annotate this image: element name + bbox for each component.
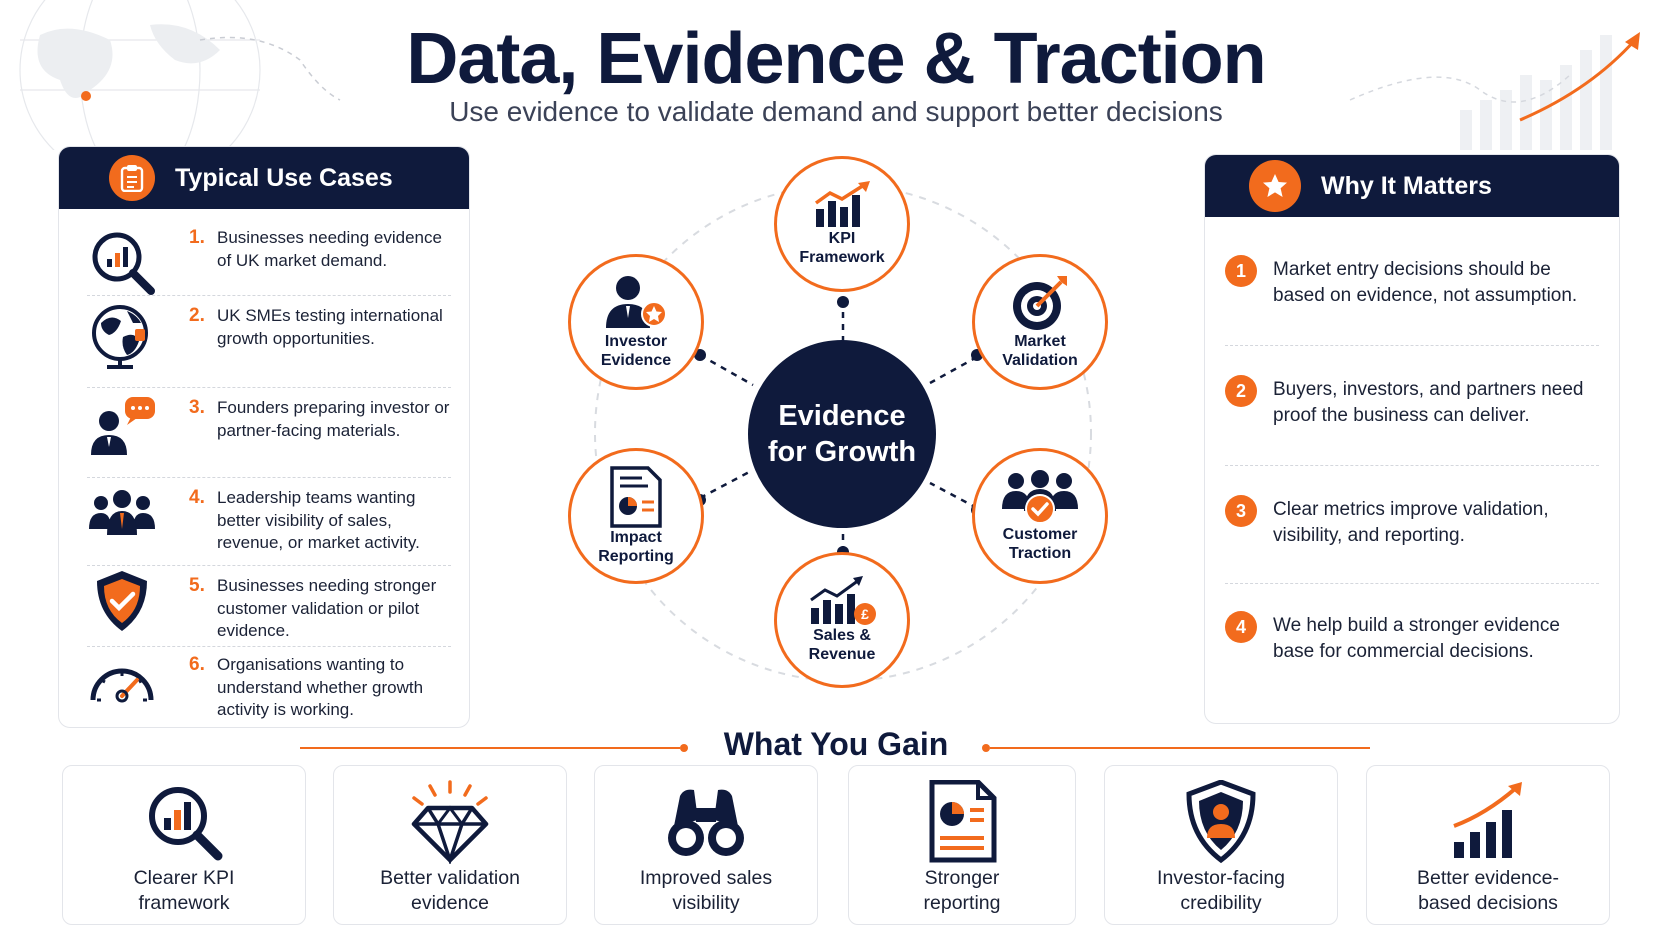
investor-icon bbox=[606, 276, 667, 328]
why-it-matters-panel: Why It Matters 1 Market entry decisions … bbox=[1204, 154, 1620, 724]
shield-check-icon bbox=[97, 571, 147, 631]
person-chat-icon bbox=[91, 397, 155, 455]
team-icon bbox=[89, 490, 155, 535]
why-text: We help build a stronger evidence base f… bbox=[1273, 615, 1560, 662]
use-case-number: 6. bbox=[189, 654, 205, 675]
use-case-number: 5. bbox=[189, 575, 205, 596]
gain-card-reporting: Stronger reporting bbox=[848, 765, 1076, 925]
diamond-icon bbox=[411, 780, 489, 864]
use-case-text: Businesses needing evidence of UK market… bbox=[217, 228, 442, 270]
number-badge: 2 bbox=[1225, 375, 1257, 407]
svg-text:£: £ bbox=[861, 606, 869, 622]
use-cases-title: Typical Use Cases bbox=[175, 163, 393, 192]
growth-decoration-icon bbox=[1349, 32, 1640, 150]
shield-person-icon bbox=[1186, 780, 1256, 864]
magnifier-chart-icon bbox=[149, 787, 223, 861]
magnifier-chart-icon bbox=[92, 232, 155, 295]
divider bbox=[1225, 465, 1599, 466]
divider bbox=[87, 477, 451, 478]
report-icon bbox=[610, 466, 662, 528]
star-icon bbox=[1249, 160, 1301, 212]
divider bbox=[1225, 583, 1599, 584]
hub-node-kpi-framework: KPI Framework bbox=[774, 156, 910, 292]
use-cases-header: Typical Use Cases bbox=[59, 147, 469, 209]
hub-node-label: Customer Traction bbox=[1002, 526, 1078, 562]
hub-node-investor-evidence: Investor Evidence bbox=[568, 254, 704, 390]
gain-label: Stronger reporting bbox=[923, 867, 1001, 914]
hub-node-sales-revenue: £ Sales & Revenue bbox=[774, 552, 910, 688]
use-case-number: 1. bbox=[189, 227, 205, 248]
why-text: Clear metrics improve validation, visibi… bbox=[1273, 499, 1549, 546]
report-icon bbox=[929, 780, 997, 863]
hub-node-label: KPI Framework bbox=[799, 230, 885, 266]
binoculars-icon bbox=[668, 789, 744, 856]
growth-chart-icon bbox=[1453, 782, 1522, 858]
gain-label: Improved sales visibility bbox=[639, 867, 773, 914]
use-cases-panel: Typical Use Cases 1. Businesses needing … bbox=[58, 146, 470, 728]
hub-node-label: Impact Reporting bbox=[598, 529, 674, 565]
why-it-matters-title: Why It Matters bbox=[1321, 171, 1492, 200]
hub-node-label: Sales & Revenue bbox=[808, 627, 876, 663]
divider bbox=[87, 295, 451, 296]
use-case-text: Organisations wanting to understand whet… bbox=[217, 655, 424, 719]
gain-card-sales-visibility: Improved sales visibility bbox=[594, 765, 818, 925]
why-text: Market entry decisions should be based o… bbox=[1273, 259, 1578, 306]
gain-label: Clearer KPI framework bbox=[133, 867, 235, 914]
chart-pound-icon: £ bbox=[810, 576, 876, 625]
gain-card-investor-credibility: Investor-facing credibility bbox=[1104, 765, 1338, 925]
clipboard-icon bbox=[109, 155, 155, 201]
number-badge: 1 bbox=[1225, 255, 1257, 287]
use-case-number: 3. bbox=[189, 397, 205, 418]
hub-center: Evidence for Growth bbox=[748, 340, 936, 528]
gauge-icon bbox=[90, 668, 154, 703]
gain-card-validation: Better validation evidence bbox=[333, 765, 567, 925]
hub-node-label: Investor Evidence bbox=[600, 333, 672, 369]
gain-title: What You Gain bbox=[723, 726, 949, 762]
gain-label: Investor-facing credibility bbox=[1157, 867, 1285, 914]
target-icon bbox=[1013, 276, 1067, 330]
gain-card-kpi: Clearer KPI framework bbox=[62, 765, 306, 925]
divider bbox=[87, 387, 451, 388]
use-case-number: 2. bbox=[189, 305, 205, 326]
use-case-text: Founders preparing investor or partner-f… bbox=[217, 398, 450, 440]
page-title: Data, Evidence & Traction bbox=[406, 19, 1266, 99]
use-case-text: UK SMEs testing international growth opp… bbox=[217, 306, 443, 348]
gain-title-rule bbox=[300, 744, 1370, 752]
use-case-number: 4. bbox=[189, 487, 205, 508]
number-badge: 3 bbox=[1225, 495, 1257, 527]
why-it-matters-header: Why It Matters bbox=[1205, 155, 1619, 217]
divider bbox=[87, 646, 451, 647]
why-text: Buyers, investors, and partners need pro… bbox=[1273, 379, 1584, 426]
gain-label: Better validation evidence bbox=[380, 867, 520, 914]
gain-label: Better evidence- based decisions bbox=[1417, 867, 1559, 914]
divider bbox=[87, 565, 451, 566]
globe-icon bbox=[92, 305, 148, 369]
page-subtitle: Use evidence to validate demand and supp… bbox=[449, 96, 1223, 127]
bar-chart-arrow-icon bbox=[814, 181, 870, 227]
hub-node-market-validation: Market Validation bbox=[972, 254, 1108, 390]
use-case-text: Leadership teams wanting better visibili… bbox=[217, 488, 420, 552]
hub-node-impact-reporting: Impact Reporting bbox=[568, 448, 704, 584]
number-badge: 4 bbox=[1225, 611, 1257, 643]
divider bbox=[1225, 345, 1599, 346]
hub-node-customer-traction: Customer Traction bbox=[972, 448, 1108, 584]
hub-node-label: Market Validation bbox=[1002, 333, 1078, 369]
team-check-icon bbox=[1002, 470, 1078, 524]
globe-decoration-icon bbox=[19, 0, 341, 150]
gain-card-evidence-decisions: Better evidence- based decisions bbox=[1366, 765, 1610, 925]
use-case-text: Businesses needing stronger customer val… bbox=[217, 576, 437, 640]
